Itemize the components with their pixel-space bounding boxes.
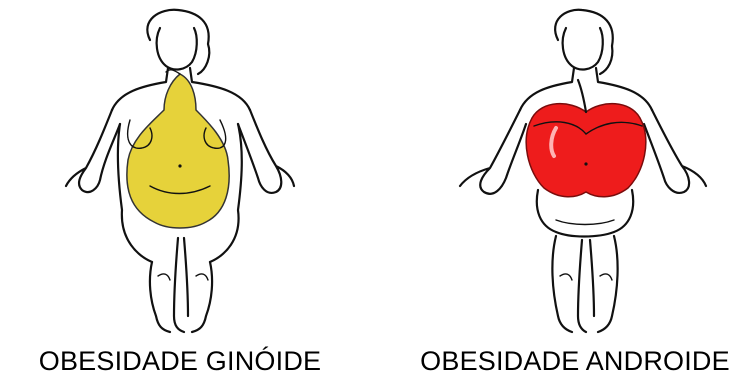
apple-shape — [526, 104, 646, 197]
gynoid-figure: OBESIDADE GINÓIDE — [20, 0, 340, 381]
gynoid-body-illustration — [20, 0, 340, 340]
pear-shape — [127, 74, 229, 228]
android-figure: OBESIDADE ANDROIDE — [410, 0, 740, 381]
android-body-illustration — [410, 0, 740, 340]
gynoid-caption: OBESIDADE GINÓIDE — [20, 346, 340, 377]
android-caption: OBESIDADE ANDROIDE — [410, 346, 740, 377]
